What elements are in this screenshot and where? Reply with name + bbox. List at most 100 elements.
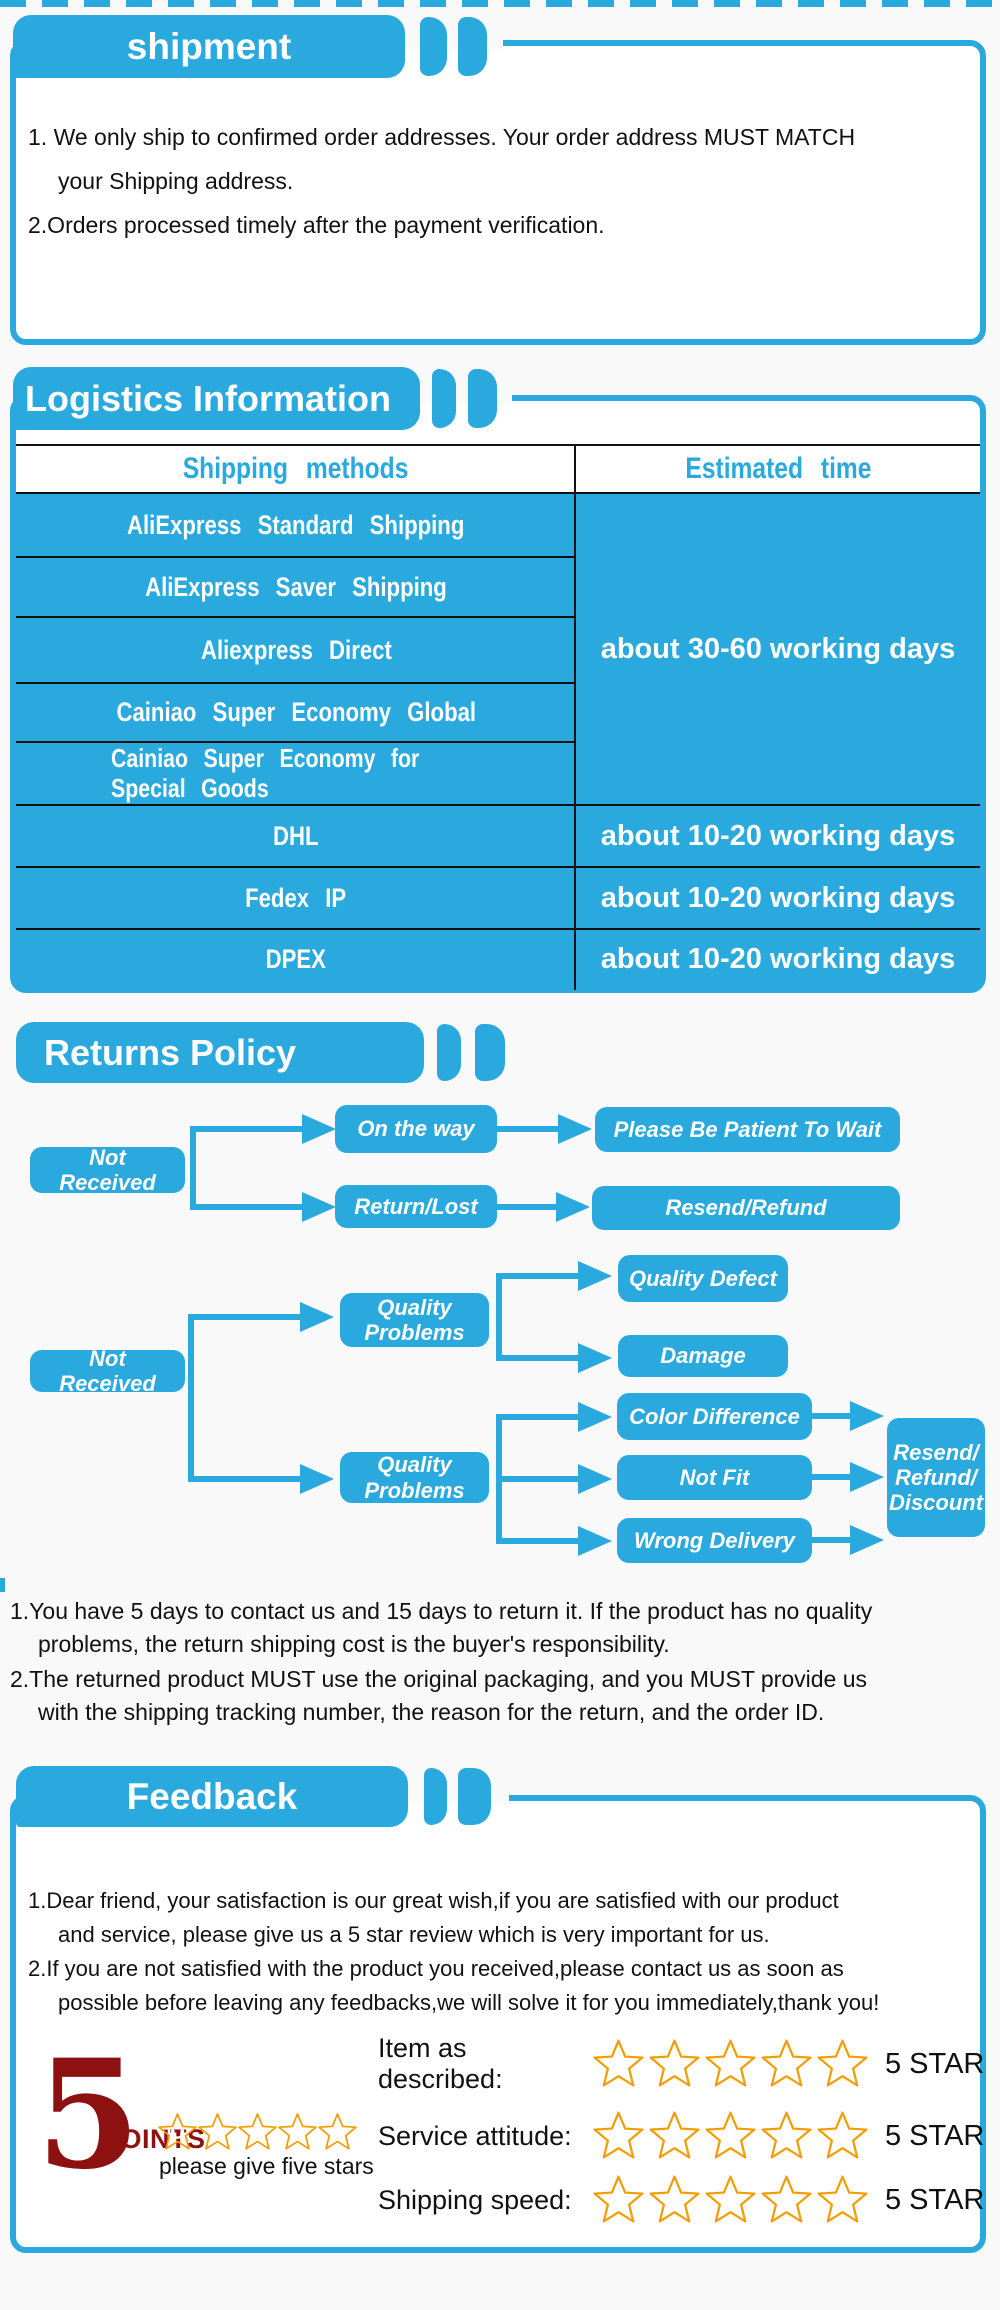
- rating-row-item-described: Item as described: 5 STAR: [378, 2033, 985, 2094]
- smiley-star-icon: [592, 2038, 645, 2091]
- border-gap: [456, 392, 469, 404]
- five-points-number: 5: [36, 2027, 141, 2203]
- rating-stars: [592, 2038, 869, 2091]
- dashed-divider: [0, 0, 1000, 7]
- flow-node-not-received-1: Not Received: [30, 1145, 185, 1195]
- smiley-star-icon: [816, 2038, 869, 2091]
- smiley-star-icon: [704, 2174, 757, 2227]
- rating-label: Service attitude:: [378, 2120, 572, 2151]
- rating-row-shipping-speed: Shipping speed: 5 STAR: [378, 2172, 984, 2228]
- col-header-shipping-methods: Shipping methods: [183, 452, 409, 485]
- smiley-star-icon: [760, 2038, 813, 2091]
- method-row: AliExpress Saver Shipping: [145, 571, 447, 602]
- logistics-table: [16, 446, 980, 988]
- header-accent-bar-icon: [458, 1768, 491, 1825]
- table-rule: [16, 492, 980, 494]
- header-accent-bar-icon: [475, 1024, 505, 1081]
- rating-suffix: 5 STAR: [885, 2047, 985, 2080]
- flow-node-not-received-2: Not Received: [30, 1346, 185, 1396]
- flow-line: [812, 1474, 854, 1480]
- smiley-star-icon: [592, 2174, 645, 2227]
- rating-label: Shipping speed:: [378, 2184, 572, 2215]
- flow-line: [812, 1537, 854, 1543]
- merged-time-cell: about 30-60 working days: [600, 632, 956, 665]
- returns-note-2: 2.The returned product MUST use the orig…: [10, 1666, 868, 1692]
- arrow-icon: [578, 1343, 612, 1373]
- header-accent-bar-icon: [432, 369, 456, 428]
- flow-node-damage: Damage: [618, 1335, 788, 1377]
- returns-header: Returns Policy: [16, 1022, 424, 1083]
- rating-suffix: 5 STAR: [885, 2119, 985, 2152]
- flow-line: [496, 1538, 582, 1544]
- shipment-note-1b: your Shipping address.: [58, 168, 294, 194]
- divider-tick: [0, 1578, 5, 1592]
- rating-label: Item as described:: [378, 2033, 503, 2094]
- flow-node-on-the-way: On the way: [335, 1105, 497, 1153]
- smiley-star-icon: [197, 2112, 238, 2153]
- method-row: DPEX: [265, 943, 327, 974]
- arrow-icon: [302, 1192, 336, 1222]
- feedback-header: Feedback: [16, 1766, 408, 1827]
- flow-line: [188, 1476, 302, 1482]
- rating-stars: [592, 2110, 869, 2163]
- method-row: Cainiao Super Economy for Special Goods: [111, 742, 420, 803]
- table-rule: [16, 804, 980, 806]
- flow-line: [812, 1413, 854, 1419]
- arrow-icon: [578, 1464, 612, 1494]
- arrow-icon: [850, 1462, 884, 1492]
- smiley-star-icon: [816, 2110, 869, 2163]
- flow-line: [496, 1414, 582, 1420]
- feedback-note-1: 1.Dear friend, your satisfaction is our …: [28, 1888, 839, 1913]
- flow-line: [496, 1273, 582, 1279]
- shipment-note-1: 1. We only ship to confirmed order addre…: [28, 124, 856, 150]
- col-header-estimated-time: Estimated time: [684, 452, 872, 485]
- smiley-star-icon: [277, 2112, 318, 2153]
- header-accent-bar-icon: [437, 1024, 461, 1081]
- flow-line: [188, 1314, 302, 1320]
- flow-node-not-fit: Not Fit: [617, 1455, 812, 1500]
- smiley-star-icon: [237, 2112, 278, 2153]
- flow-line: [190, 1126, 302, 1132]
- flow-line: [497, 1126, 561, 1132]
- shipment-header: shipment: [13, 15, 405, 78]
- flow-node-please-wait: Please Be Patient To Wait: [595, 1107, 900, 1152]
- smiley-star-icon: [157, 2112, 198, 2153]
- smiley-star-icon: [648, 2110, 701, 2163]
- table-rule: [16, 444, 980, 446]
- flow-line: [188, 1314, 194, 1481]
- table-header-row: [16, 446, 980, 492]
- header-accent-bar-icon: [468, 369, 497, 428]
- flow-node-quality-problems-2: Quality Problems: [340, 1452, 489, 1503]
- five-points-stars: [157, 2112, 357, 2153]
- flow-line: [496, 1273, 502, 1361]
- rating-suffix: 5 STAR: [885, 2183, 985, 2216]
- table-rule: [16, 928, 980, 930]
- border-gap: [408, 1792, 425, 1804]
- smiley-star-icon: [704, 2110, 757, 2163]
- arrow-icon: [850, 1401, 884, 1431]
- smiley-star-icon: [592, 2110, 645, 2163]
- time-cell: about 10-20 working days: [600, 881, 956, 914]
- header-accent-bar-icon: [420, 17, 447, 76]
- arrow-icon: [300, 1464, 334, 1494]
- table-rule: [16, 682, 576, 684]
- flow-line: [496, 1355, 582, 1361]
- flow-node-quality-defect: Quality Defect: [618, 1255, 788, 1302]
- header-accent-bar-icon: [424, 1768, 447, 1825]
- arrow-icon: [300, 1302, 334, 1332]
- method-row: DHL: [273, 820, 319, 851]
- arrow-icon: [558, 1114, 592, 1144]
- arrow-icon: [578, 1402, 612, 1432]
- method-row: Aliexpress Direct: [200, 634, 392, 665]
- border-gap: [447, 37, 459, 49]
- logistics-title: Logistics Information: [25, 377, 392, 419]
- table-rule: [16, 616, 576, 618]
- smiley-star-icon: [816, 2174, 869, 2227]
- rating-stars: [592, 2174, 869, 2227]
- table-rule: [16, 556, 576, 558]
- smiley-star-icon: [648, 2174, 701, 2227]
- flow-node-resend-refund: Resend/Refund: [592, 1186, 900, 1230]
- arrow-icon: [578, 1526, 612, 1556]
- arrow-icon: [578, 1261, 612, 1291]
